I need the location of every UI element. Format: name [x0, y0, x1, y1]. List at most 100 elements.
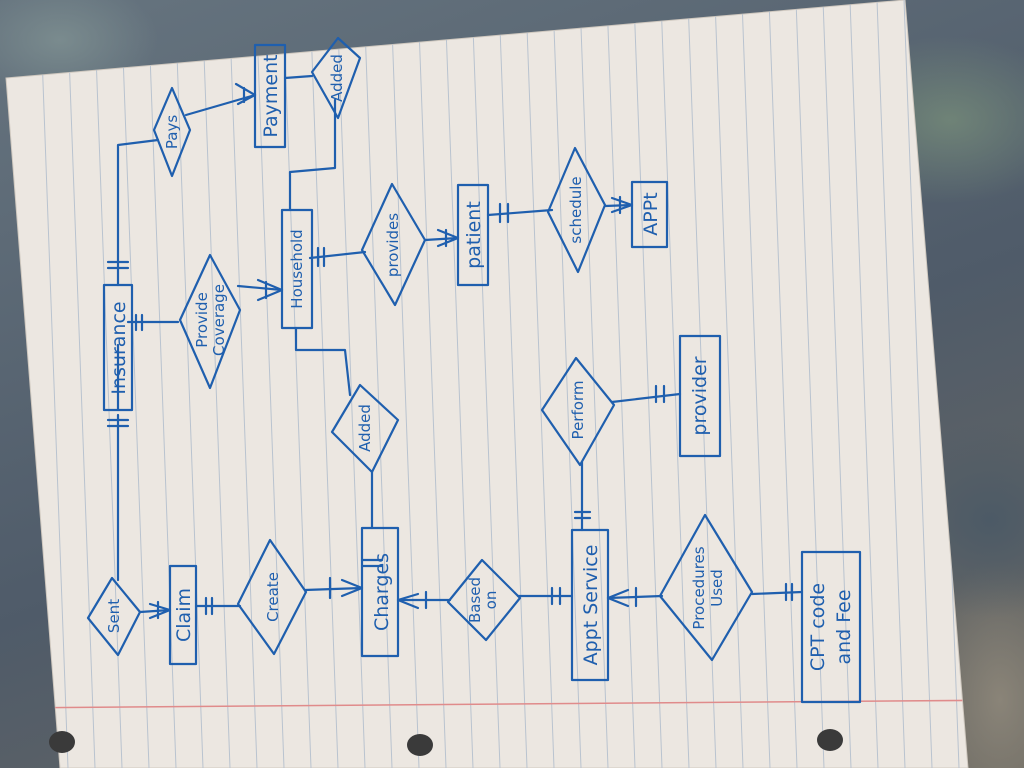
ruled-line: [309, 0, 339, 768]
ruled-line: [201, 0, 231, 768]
cardinality-marks: [106, 82, 794, 620]
tick-mark: [134, 313, 144, 332]
ruled-line: [363, 0, 393, 768]
ruled-line: [660, 0, 690, 768]
rel-procedures-used-label-line1: Procedures: [690, 546, 708, 629]
ruled-line: [444, 0, 474, 768]
rel-create-label: Create: [264, 572, 282, 622]
ruled-line: [525, 0, 555, 768]
rel-provide-coverage: [178, 253, 242, 390]
line-insurance-pays: [116, 138, 160, 287]
tick-mark: [784, 582, 794, 602]
ruled-line: [390, 0, 420, 768]
tick-mark: [360, 558, 384, 568]
ruled-line: [93, 0, 123, 768]
tick-mark: [573, 510, 592, 520]
entity-cpt-code: [800, 550, 862, 704]
rel-provides: [360, 182, 427, 307]
tick-mark: [106, 260, 130, 270]
paper-sheet: [5, 0, 969, 768]
ruled-line: [849, 0, 879, 768]
entity-household-label: Household: [288, 229, 306, 308]
entity-claim: [168, 564, 198, 666]
line-schedule-appt: [603, 203, 634, 208]
entity-provider: [678, 334, 722, 458]
punch-hole: [817, 729, 843, 751]
line-procedures-cpt: [750, 590, 804, 596]
ruled-line: [714, 0, 744, 768]
entity-patient: [456, 183, 490, 287]
entity-insurance-label: Insurance: [108, 301, 130, 394]
ruled-line: [552, 0, 582, 768]
line-coverage-household: [236, 284, 284, 292]
tick-mark: [550, 586, 562, 606]
line-perform-provider: [610, 392, 682, 404]
entity-payment-label: Payment: [260, 54, 282, 137]
ruled-line: [471, 0, 501, 768]
rel-based-on-label-line1: Based: [466, 577, 484, 623]
ruled-line: [579, 0, 609, 768]
rel-procedures-used-label-line2: Used: [708, 569, 726, 607]
ruled-line: [174, 0, 204, 768]
ruled-line: [822, 0, 852, 768]
entity-payment: [253, 43, 287, 149]
ruled-line: [498, 0, 528, 768]
entity-appt-label: APPt: [640, 192, 662, 235]
entity-charges: [360, 526, 400, 658]
rel-schedule-label: schedule: [567, 176, 585, 243]
ruled-line: [876, 0, 906, 768]
line-payment-added: [283, 74, 314, 80]
rel-provides-label: provides: [384, 213, 402, 277]
entity-claim-label: Claim: [173, 588, 195, 642]
ruled-line: [255, 0, 285, 768]
ruled-line: [687, 0, 717, 768]
entity-charges-label: Charges: [371, 553, 393, 631]
ruled-line: [147, 0, 177, 768]
entity-appt-service-label: Appt Service: [580, 545, 602, 666]
rel-sent-label: Sent: [105, 599, 123, 633]
rel-schedule: [546, 146, 607, 274]
entity-provider-label: provider: [689, 356, 711, 435]
rel-based-on: [446, 558, 522, 642]
ruled-line: [768, 0, 798, 768]
punch-hole: [49, 731, 75, 753]
line-provides-patient: [423, 236, 460, 242]
line-household-provides: [308, 250, 367, 260]
rel-perform: [540, 356, 616, 467]
ruled-line: [417, 0, 447, 768]
rel-provide-coverage-label-line2: Coverage: [210, 284, 228, 356]
ruled-line: [282, 0, 312, 768]
rel-pays-label: Pays: [163, 115, 181, 149]
rel-added-top-label: Added: [328, 54, 346, 102]
rel-based-on-label-line2: on: [482, 591, 500, 610]
ruled-line: [633, 0, 663, 768]
ruled-line: [606, 0, 636, 768]
tick-mark: [498, 202, 510, 224]
rel-perform-label: Perform: [569, 381, 587, 440]
line-sent-claim: [138, 608, 172, 614]
line-added-household: [288, 98, 337, 212]
ruled-line: [120, 0, 150, 768]
tick-mark: [106, 418, 130, 428]
rel-procedures-used: [658, 513, 754, 662]
entity-appt: [630, 180, 669, 249]
line-create-charges: [303, 586, 364, 592]
entity-cpt-code-label-line2: and Fee: [833, 589, 855, 664]
ruled-line: [741, 0, 771, 768]
rel-added-mid: [330, 383, 400, 474]
connectors: [116, 74, 804, 614]
entity-appt-service: [570, 528, 610, 682]
ruled-line: [39, 0, 69, 768]
entity-insurance: [102, 283, 134, 412]
tick-mark: [654, 384, 666, 404]
rel-added-mid-label: Added: [356, 404, 374, 452]
tick-mark: [316, 246, 326, 268]
rel-added-top: [310, 36, 362, 120]
entity-household: [280, 208, 314, 330]
entity-patient-label: patient: [463, 201, 485, 269]
ruled-line: [336, 0, 366, 768]
ruled-line: [795, 0, 825, 768]
punch-hole: [407, 734, 433, 756]
rel-sent: [86, 576, 142, 657]
